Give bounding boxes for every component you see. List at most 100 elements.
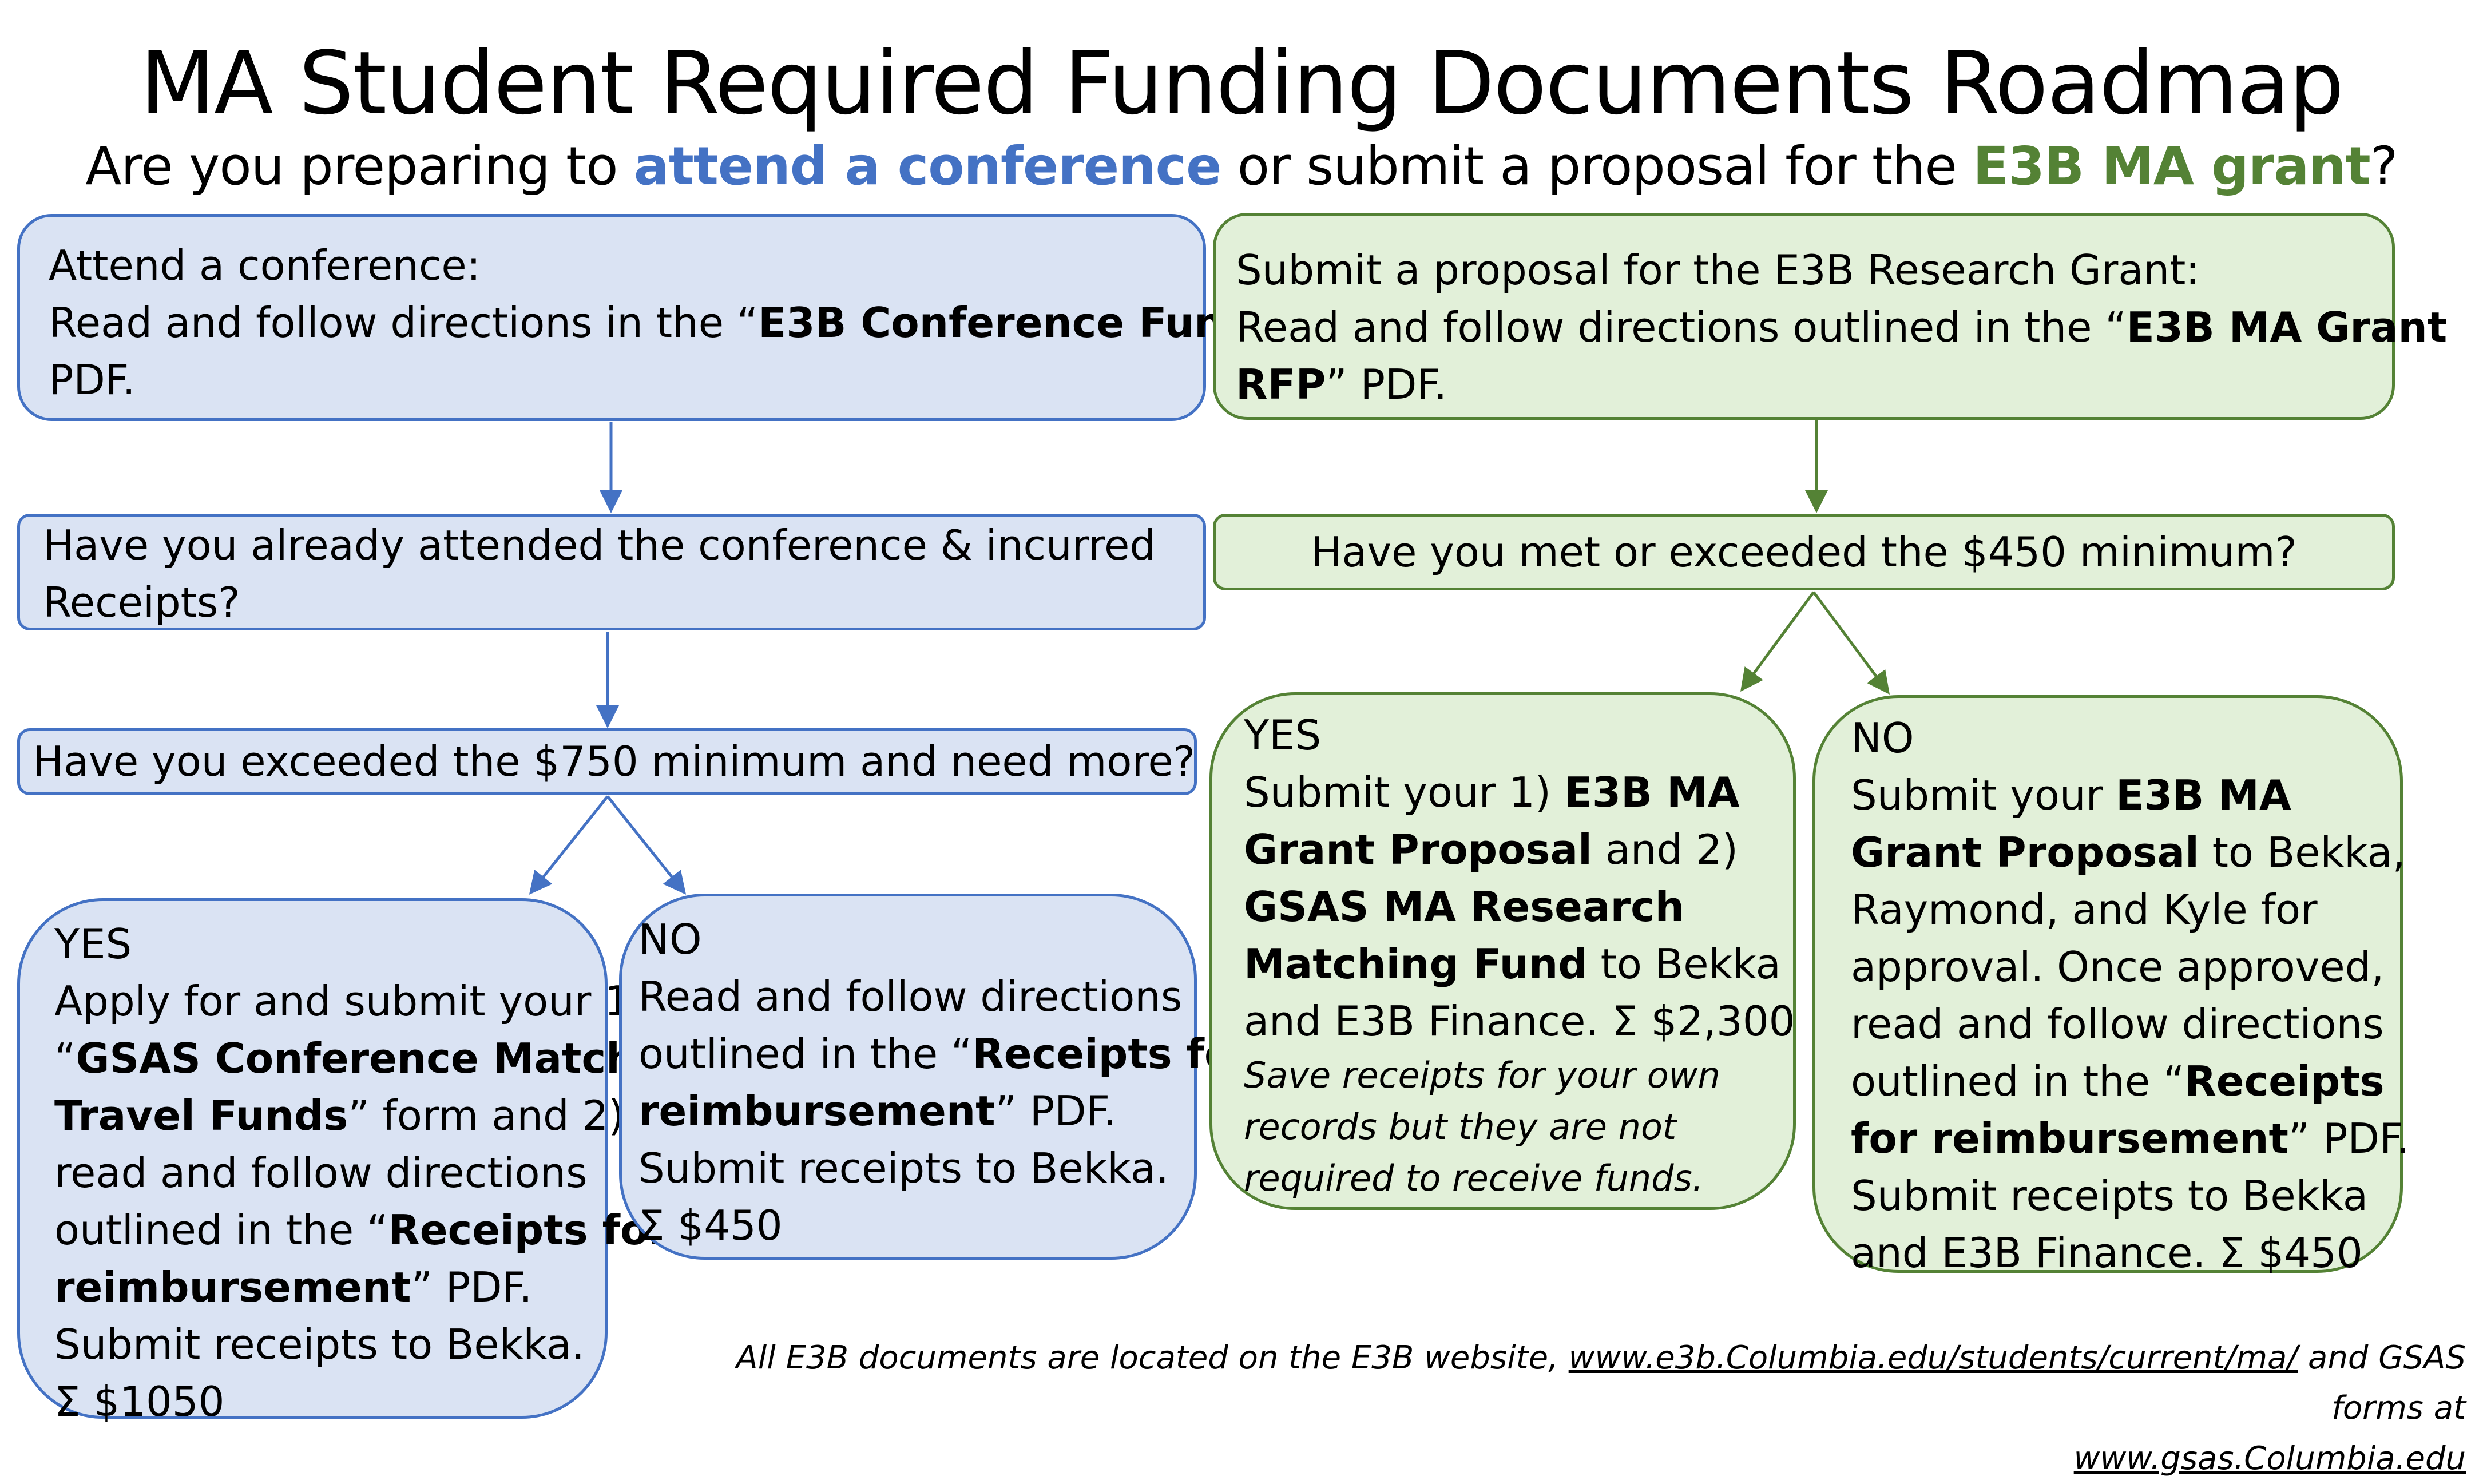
conference-yes-l1: Apply for and submit your 1) xyxy=(54,977,647,1025)
grant-yes-note2: records but they are not xyxy=(1244,1106,1677,1148)
footer-middle: and GSAS forms at xyxy=(2298,1339,2466,1427)
grant-yes-label: YES xyxy=(1244,711,1322,759)
exceeded-question-text: Have you exceeded the $750 minimum and n… xyxy=(33,737,1195,785)
footer-prefix: All E3B documents are located on the E3B… xyxy=(736,1339,1569,1376)
grant-no-label: NO xyxy=(1851,714,1914,762)
grant-yes-l2: Grant Proposal and 2) xyxy=(1244,821,1793,878)
conference-no-l1: Read and follow directions xyxy=(638,973,1183,1021)
arrow-minimum-to-no xyxy=(1812,591,1890,695)
conference-yes-l6-suffix: ” PDF. xyxy=(411,1263,533,1311)
grant-yes-l2-suffix: and 2) xyxy=(1592,826,1738,874)
grant-proposal-doc-part2: Grant Proposal xyxy=(1851,828,2199,876)
conference-yes-l3-suffix: ” form and 2) xyxy=(348,1092,625,1140)
attended-question-line2: Receipts? xyxy=(43,578,240,626)
conference-no-total: Σ $450 xyxy=(638,1201,783,1249)
grant-no-l6-prefix: outlined in the “ xyxy=(1851,1057,2185,1105)
conference-yes-l3: Travel Funds” form and 2) xyxy=(54,1087,625,1144)
grant-no-box: NO Submit your E3B MA Grant Proposal to … xyxy=(1812,695,2410,1277)
conference-yes-box: YES Apply for and submit your 1) “GSAS C… xyxy=(17,898,708,1426)
grant-rfp-doc-part2: RFP xyxy=(1236,360,1326,408)
grant-start-box: Submit a proposal for the E3B Research G… xyxy=(1213,213,2447,420)
grant-yes-box: YES Submit your 1) E3B MA Grant Proposal… xyxy=(1209,692,1796,1210)
arrow-exceeded-to-yes xyxy=(529,795,609,895)
conference-fund-doc: E3B Conference Fund xyxy=(758,299,1253,347)
grant-yes-l3: GSAS MA Research xyxy=(1244,878,1793,935)
conference-no-l3: reimbursement” PDF. xyxy=(638,1082,1197,1140)
grant-proposal-doc-part1: E3B MA xyxy=(1564,768,1740,816)
page-title: MA Student Required Funding Documents Ro… xyxy=(140,33,2345,134)
grant-no-l8: Submit receipts to Bekka xyxy=(1851,1172,2368,1220)
conference-no-box xyxy=(619,894,1197,1260)
grant-rfp-doc-part1: E3B MA Grant xyxy=(2126,303,2448,351)
gsas-research-doc-part2: Matching Fund xyxy=(1244,940,1588,988)
conference-start-box: Attend a conference: Read and follow dir… xyxy=(17,214,1274,421)
grant-start-line2-prefix: Read and follow directions outlined in t… xyxy=(1236,303,2127,351)
grant-no-total: and E3B Finance. Σ $450 xyxy=(1851,1229,2363,1277)
conference-yes-l2: “GSAS Conference Matching xyxy=(54,1030,708,1087)
gsas-matching-doc-part1: GSAS Conference Matching xyxy=(76,1034,708,1082)
grant-start-heading: Submit a proposal for the E3B Research G… xyxy=(1236,246,2200,294)
grant-start-line2: Read and follow directions outlined in t… xyxy=(1236,299,2447,356)
attended-question-box: Have you already attended the conference… xyxy=(17,514,1206,630)
grant-yes-note3: required to receive funds. xyxy=(1244,1157,1704,1199)
grant-no-l2-suffix: to Bekka, xyxy=(2199,828,2406,876)
exceeded-question-box: Have you exceeded the $750 minimum and n… xyxy=(17,728,1197,795)
receipts-doc-part1: Receipts xyxy=(2184,1057,2385,1105)
minimum-question-text: Have you met or exceeded the $450 minimu… xyxy=(1311,528,2297,576)
grant-start-line3: RFP” PDF. xyxy=(1236,356,2372,413)
gsas-website-link[interactable]: www.gsas.Columbia.edu xyxy=(2073,1440,2466,1477)
conference-no-l3-suffix: ” PDF. xyxy=(995,1087,1117,1135)
grant-yes-l4-suffix: to Bekka xyxy=(1587,940,1781,988)
conference-start-line2: Read and follow directions in the “E3B C… xyxy=(49,294,1274,351)
grant-no-l6: outlined in the “Receipts xyxy=(1851,1053,2400,1110)
conference-yes-l6: reimbursement” PDF. xyxy=(54,1259,605,1316)
subtitle-grant-highlight: E3B MA grant xyxy=(1973,136,2371,197)
grant-no-l1: Submit your E3B MA xyxy=(1851,767,2400,824)
grant-no-l7-suffix: ” PDF. xyxy=(2288,1114,2410,1162)
arrow-minimum-to-yes xyxy=(1740,591,1815,692)
receipts-doc-part1: Receipts for xyxy=(972,1030,1253,1078)
grant-yes-note1: Save receipts for your own xyxy=(1244,1054,1720,1096)
page-subtitle: Are you preparing to attend a conference… xyxy=(0,140,2483,193)
subtitle-prefix: Are you preparing to xyxy=(85,136,634,197)
minimum-question-box: Have you met or exceeded the $450 minimu… xyxy=(1213,514,2395,590)
conference-no-l2: outlined in the “Receipts for xyxy=(638,1025,1253,1082)
grant-start-line3-suffix: ” PDF. xyxy=(1326,360,1447,408)
conference-yes-label: YES xyxy=(54,920,132,968)
conference-start-line2-prefix: Read and follow directions in the “ xyxy=(49,299,759,347)
grant-yes-l1: Submit your 1) E3B MA xyxy=(1244,764,1793,821)
grant-yes-l1-prefix: Submit your 1) xyxy=(1244,768,1564,816)
e3b-website-link[interactable]: www.e3b.Columbia.edu/students/current/ma… xyxy=(1568,1339,2298,1376)
gsas-matching-doc-part2: Travel Funds xyxy=(54,1092,348,1140)
subtitle-conference-highlight: attend a conference xyxy=(633,136,1222,197)
conference-no-l4: Submit receipts to Bekka. xyxy=(638,1144,1169,1192)
conference-no-label: NO xyxy=(638,915,702,963)
conference-start-line3: PDF. xyxy=(49,356,136,404)
grant-no-l3: Raymond, and Kyle for xyxy=(1851,886,2318,934)
grant-yes-l4: Matching Fund to Bekka xyxy=(1244,935,1793,993)
gsas-research-doc-part1: GSAS MA Research xyxy=(1244,883,1685,931)
receipts-doc-part2: reimbursement xyxy=(54,1263,411,1311)
conference-no-content: NO Read and follow directions outlined i… xyxy=(619,894,1253,1260)
grant-proposal-doc-part2: Grant Proposal xyxy=(1244,826,1592,874)
attended-question-line1: Have you already attended the conference… xyxy=(43,521,1156,569)
grant-no-l4: approval. Once approved, xyxy=(1851,943,2385,991)
conference-yes-l7: Submit receipts to Bekka. xyxy=(54,1320,585,1368)
subtitle-suffix: ? xyxy=(2370,136,2398,197)
receipts-doc-part2: reimbursement xyxy=(638,1087,995,1135)
conference-yes-l5-prefix: outlined in the “ xyxy=(54,1206,388,1254)
grant-yes-total: and E3B Finance. Σ $2,300 xyxy=(1244,997,1795,1045)
receipts-doc-part1: Receipts for xyxy=(388,1206,669,1254)
conference-yes-l5: outlined in the “Receipts for xyxy=(54,1201,669,1259)
grant-no-l7: for reimbursement” PDF. xyxy=(1851,1110,2410,1167)
subtitle-middle: or submit a proposal for the xyxy=(1221,136,1973,197)
receipts-doc-part2: for reimbursement xyxy=(1851,1114,2288,1162)
grant-no-l2: Grant Proposal to Bekka, xyxy=(1851,824,2406,881)
conference-no-l2-prefix: outlined in the “ xyxy=(638,1030,973,1078)
conference-yes-total: Σ $1050 xyxy=(54,1378,225,1426)
grant-proposal-doc-part1: E3B MA xyxy=(2116,771,2291,819)
grant-no-l1-prefix: Submit your xyxy=(1851,771,2116,819)
conference-start-heading: Attend a conference: xyxy=(49,241,481,289)
arrow-exceeded-to-no xyxy=(606,795,687,895)
